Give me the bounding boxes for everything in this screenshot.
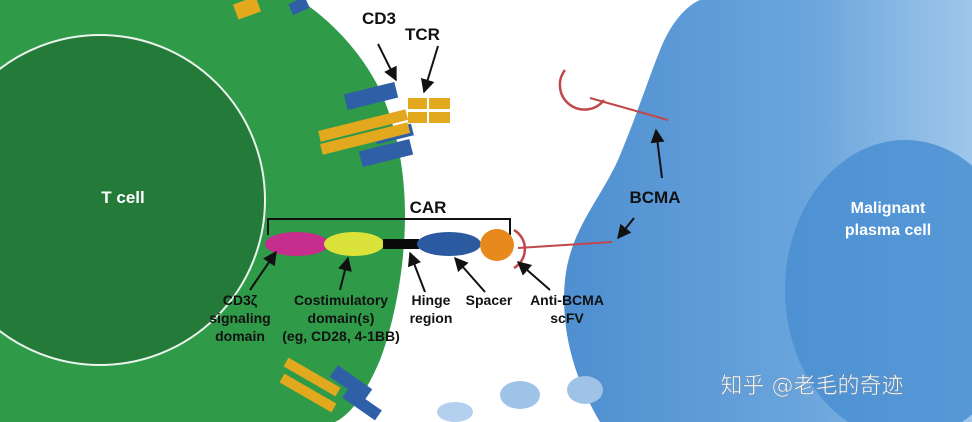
- annotation-arrows: [249, 43, 665, 293]
- arrow-costim: [338, 256, 352, 291]
- cd3-fragment: [288, 0, 310, 16]
- scfv-domain: [480, 229, 514, 261]
- transmembrane-segment: [383, 239, 419, 249]
- cd3z-domain: [265, 232, 329, 256]
- arrow-tcr: [420, 45, 439, 94]
- label-car: CAR: [410, 198, 447, 217]
- spacer-domain: [417, 232, 481, 256]
- t-cell-nucleus: [0, 34, 266, 366]
- tcr-chain: [320, 122, 411, 155]
- bcma-antigens: [517, 69, 669, 249]
- watermark-text: 知乎 @老毛的奇迹: [721, 374, 904, 399]
- bcma-stalk: [589, 97, 669, 121]
- bottom-receptor-fragments: [279, 357, 382, 421]
- cd3-subunit: [358, 138, 414, 168]
- arrow-spacer: [454, 256, 486, 293]
- label-spacer: Spacer: [466, 292, 513, 308]
- vesicle: [500, 381, 540, 409]
- costimulatory-domain: [324, 232, 384, 256]
- label-scfv-line1: Anti-BCMA: [530, 292, 604, 308]
- label-hinge-line2: region: [410, 310, 453, 326]
- label-cd3z-line2: signaling: [209, 310, 270, 326]
- label-scfv-line2: scFV: [550, 310, 584, 326]
- vesicle: [437, 402, 473, 422]
- arrow-bcma-bottom: [617, 217, 635, 240]
- bcma-unbound-cup: [558, 69, 605, 111]
- label-malignant-line1: Malignant: [851, 200, 926, 217]
- cd3-subunit: [343, 81, 399, 111]
- label-costim-line1: Costimulatory: [294, 292, 388, 308]
- malignant-nucleus: [785, 140, 972, 422]
- arrow-bcma-top: [650, 128, 665, 179]
- arrow-cd3: [377, 43, 397, 82]
- bcma-bound-stalk: [517, 241, 613, 249]
- label-costim-line3: (eg, CD28, 4-1BB): [282, 328, 399, 344]
- label-hinge-line1: Hinge: [412, 292, 451, 308]
- label-costim-line2: domain(s): [308, 310, 375, 326]
- label-bcma: BCMA: [630, 188, 681, 207]
- vesicle: [567, 376, 603, 404]
- tcr-chain: [318, 109, 409, 142]
- arrow-hinge: [407, 251, 426, 293]
- label-cd3z-line3: domain: [215, 328, 265, 344]
- car-construct: [265, 218, 527, 270]
- car-bracket: [267, 218, 511, 235]
- label-t-cell: T cell: [101, 188, 144, 207]
- cd3-fragment: [232, 0, 262, 20]
- label-malignant-line2: plasma cell: [845, 222, 931, 239]
- arrow-scfv: [516, 261, 551, 291]
- tcr-cd3-complex: [318, 81, 450, 168]
- label-tcr: TCR: [405, 25, 440, 44]
- arrow-cd3z: [249, 250, 277, 291]
- label-cd3z-line1: CD3ζ: [223, 292, 258, 308]
- label-cd3: CD3: [362, 9, 396, 28]
